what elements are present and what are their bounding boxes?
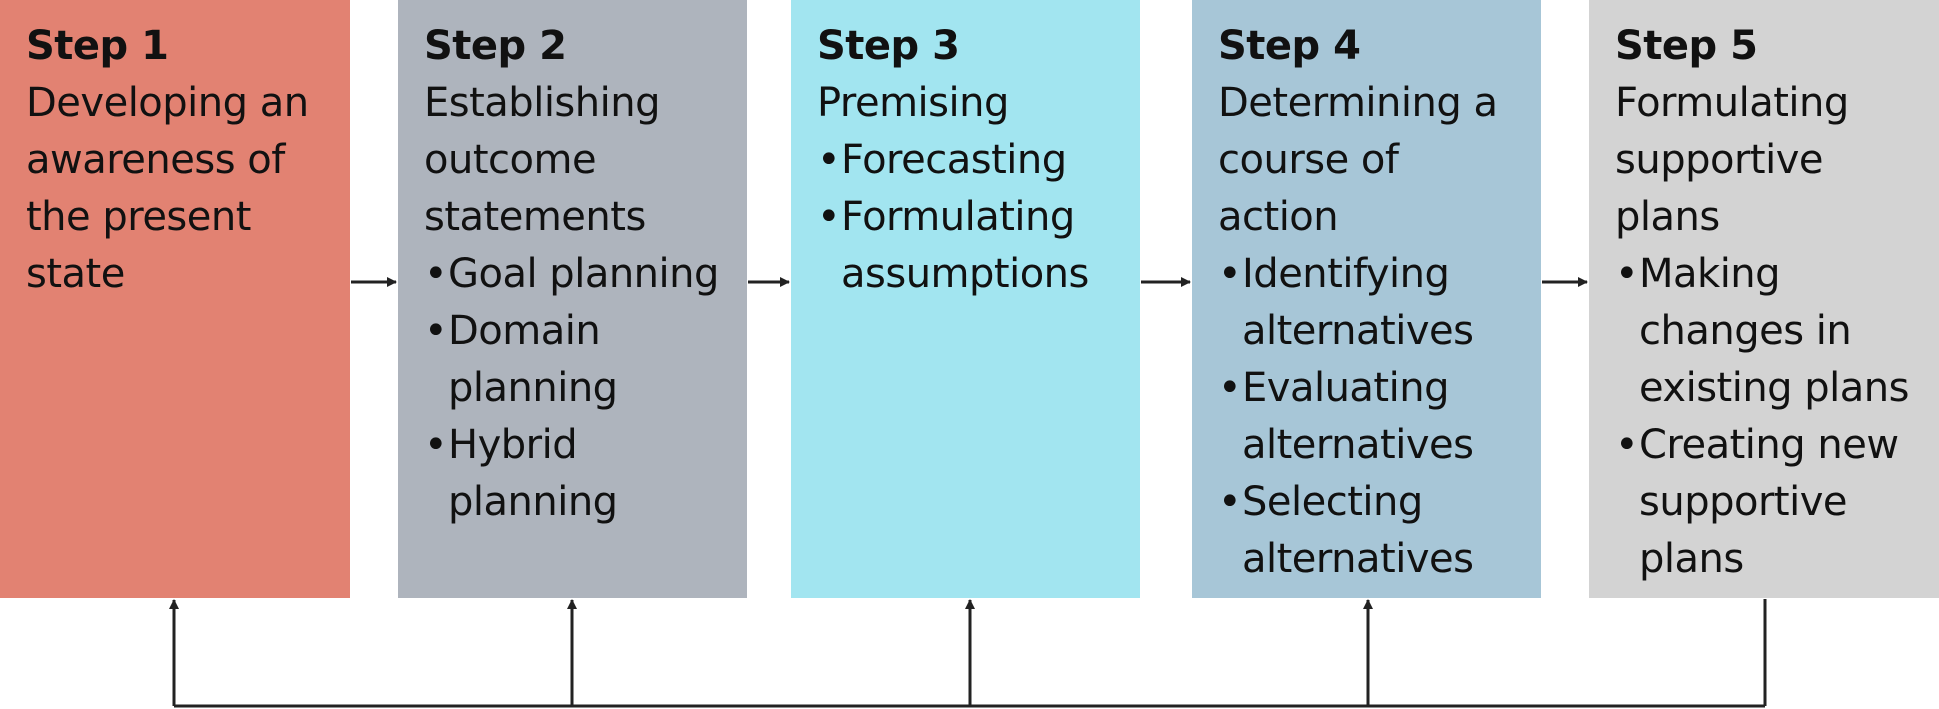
bullet-item: •Selecting alternatives [1218,474,1525,588]
bullet-list: •Goal planning•Domain planning•Hybrid pl… [424,246,731,531]
step-box-3: Step 3 Premising •Forecasting•Formulatin… [791,0,1140,598]
bullet-item: •Identifying alternatives [1218,246,1525,360]
step-description: Determining a course of action [1218,80,1498,240]
bullet-glyph: • [1218,365,1242,411]
step-title: Step 3 [817,23,960,69]
bullet-list: •Forecasting•Formulating assumptions [817,132,1124,303]
bullet-glyph: • [1615,422,1639,468]
bullet-item: •Formulating assumptions [817,189,1124,303]
step-box-5: Step 5 Formulating supportive plans •Mak… [1589,0,1939,598]
step-box-4: Step 4 Determining a course of action •I… [1192,0,1541,598]
bullet-item: •Creating new supportive plans [1615,417,1923,588]
bullet-glyph: • [817,194,841,240]
bullet-glyph: • [424,422,448,468]
step-box-2: Step 2 Establishing outcome statements •… [398,0,747,598]
bullet-text: Creating new supportive plans [1639,422,1899,582]
step-title: Step 4 [1218,23,1361,69]
bullet-item: •Goal planning [424,246,731,303]
step-description: Developing an awareness of the present s… [26,80,309,297]
step-title: Step 1 [26,23,169,69]
step-title: Step 2 [424,23,567,69]
bullet-item: •Forecasting [817,132,1124,189]
bullet-text: Goal planning [448,251,719,297]
bullet-list: •Making changes in existing plans•Creati… [1615,246,1923,588]
bullet-text: Making changes in existing plans [1639,251,1910,411]
bullet-list: •Identifying alternatives•Evaluating alt… [1218,246,1525,588]
bullet-text: Domain planning [448,308,618,411]
bullet-glyph: • [817,137,841,183]
bullet-glyph: • [1218,479,1242,525]
bullet-item: •Domain planning [424,303,731,417]
bullet-text: Forecasting [841,137,1067,183]
bullet-text: Identifying alternatives [1242,251,1474,354]
bullet-text: Selecting alternatives [1242,479,1474,582]
step-description: Premising [817,80,1009,126]
step-description: Establishing outcome statements [424,80,660,240]
bullet-text: Formulating assumptions [841,194,1089,297]
bullet-glyph: • [1615,251,1639,297]
step-title: Step 5 [1615,23,1758,69]
bullet-item: •Hybrid planning [424,417,731,531]
bullet-item: •Making changes in existing plans [1615,246,1923,417]
bullet-glyph: • [424,251,448,297]
bullet-text: Evaluating alternatives [1242,365,1474,468]
bullet-item: •Evaluating alternatives [1218,360,1525,474]
bullet-text: Hybrid planning [448,422,618,525]
step-box-1: Step 1 Developing an awareness of the pr… [0,0,350,598]
bullet-glyph: • [1218,251,1242,297]
bullet-glyph: • [424,308,448,354]
step-description: Formulating supportive plans [1615,80,1849,240]
